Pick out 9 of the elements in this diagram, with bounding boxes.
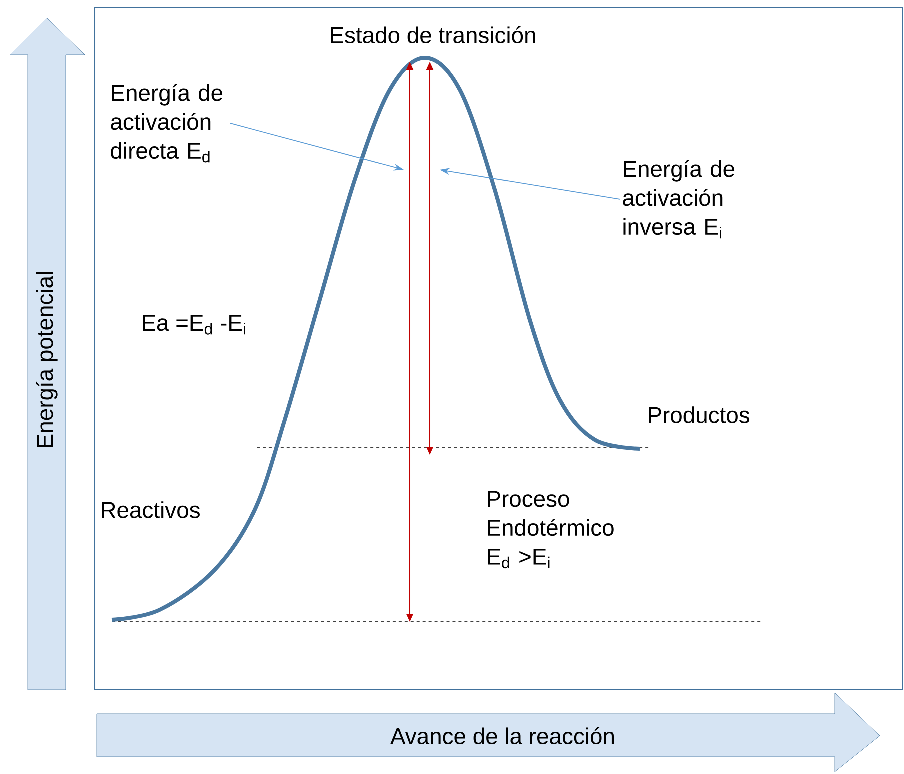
axis-label: Avance de la reacción	[390, 727, 614, 745]
node-label: Estado de transición	[331, 26, 536, 44]
note-text: Proceso Endotérmico E$_{d}$ >E$_{i}$	[488, 491, 614, 569]
axis-label: Energía potencial	[36, 272, 58, 448]
node-label: Energía de activación inversa E$_{i}$	[623, 160, 735, 239]
node-label: Productos	[649, 406, 750, 424]
note-text: Ea =E$_{d}$ -E$_{i}$	[143, 315, 246, 335]
node-label: Energía de activación directa E$_{d}$	[111, 84, 223, 163]
node-label: Reactivos	[102, 502, 200, 518]
